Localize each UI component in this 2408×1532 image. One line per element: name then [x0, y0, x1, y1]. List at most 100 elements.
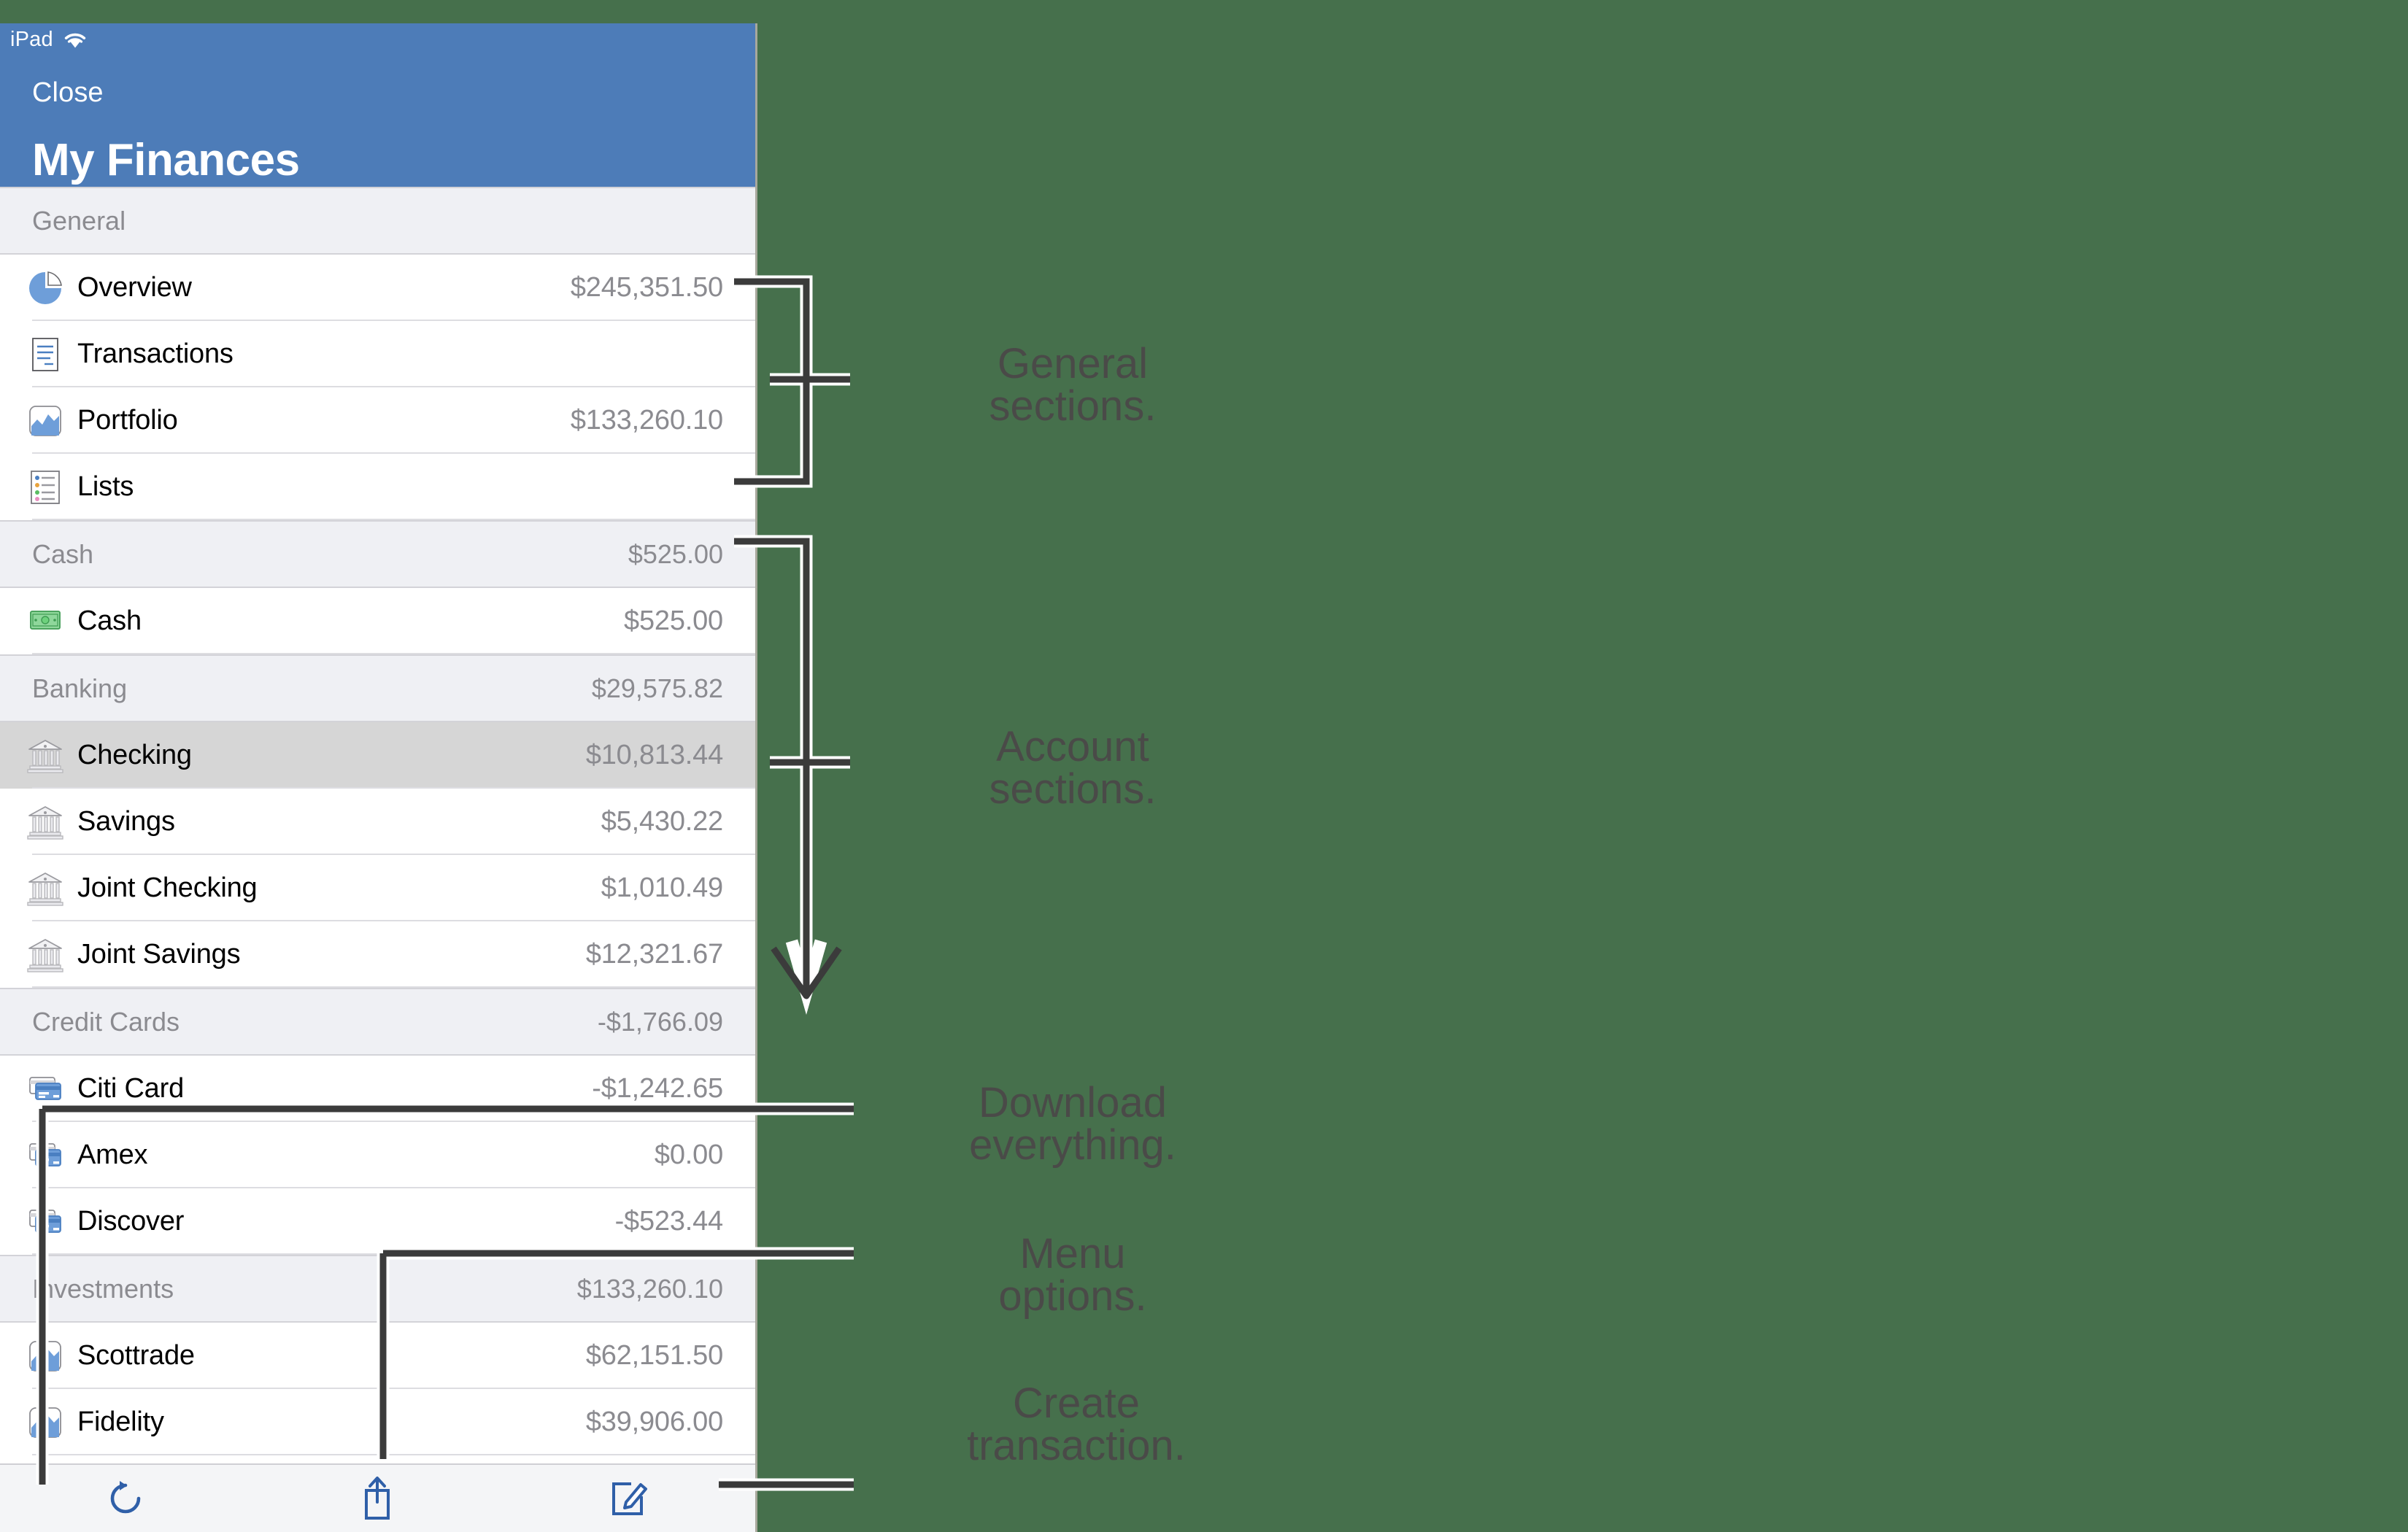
list-item[interactable]: Discover -$523.44: [0, 1188, 755, 1255]
list-item-label: Amex: [77, 1140, 148, 1170]
compose-button[interactable]: [503, 1477, 755, 1520]
navigation-bar: iPad Close My Finances: [0, 23, 755, 187]
list-item-amount: $0.00: [654, 1140, 723, 1170]
section-header-label: Cash: [32, 538, 94, 569]
list-item[interactable]: Joint Checking $1,010.49: [0, 855, 755, 921]
row-separator: [32, 1187, 755, 1188]
row-separator: [32, 452, 755, 454]
annotation-general-sections: General sections.: [989, 340, 1157, 430]
list-icon: [31, 470, 60, 504]
pie-chart-icon: [29, 271, 62, 304]
list-item-label: Joint Checking: [77, 873, 258, 903]
row-separator: [32, 986, 755, 988]
area-chart-icon: [29, 1407, 61, 1438]
annotation-create-transaction: Create transaction.: [967, 1380, 1186, 1469]
list-item[interactable]: Amex $0.00: [0, 1122, 755, 1188]
list-item-label: Lists: [77, 471, 134, 502]
section-header-label: Investments: [32, 1273, 174, 1304]
list-item-label: Fidelity: [77, 1407, 164, 1437]
receipt-icon: [32, 337, 58, 371]
list-item-amount: $133,260.10: [570, 405, 723, 436]
refresh-button[interactable]: [0, 1478, 252, 1519]
list-item-amount: $525.00: [624, 606, 723, 636]
bank-icon: [27, 872, 63, 906]
row-separator: [32, 920, 755, 921]
list-item[interactable]: Scottrade $62,151.50: [0, 1323, 755, 1389]
section-header-investments: Investments $133,260.10: [0, 1255, 755, 1323]
row-separator: [32, 320, 755, 321]
list-item-amount: $5,430.22: [601, 806, 723, 837]
list-item-label: Discover: [77, 1206, 185, 1237]
list-item-label: Citi Card: [77, 1073, 185, 1104]
list-item[interactable]: Joint Savings $12,321.67: [0, 921, 755, 988]
list-item[interactable]: Portfolio $133,260.10: [0, 387, 755, 454]
section-header-amount: $525.00: [628, 538, 723, 569]
row-separator: [32, 386, 755, 387]
section-header-cash: Cash $525.00: [0, 520, 755, 588]
list-item[interactable]: Savings $5,430.22: [0, 789, 755, 855]
row-separator: [32, 787, 755, 789]
section-header-banking: Banking $29,575.82: [0, 654, 755, 722]
page-title: My Finances: [32, 135, 300, 185]
banknote-icon: [30, 610, 61, 630]
credit-card-icon: [29, 1209, 61, 1233]
share-button[interactable]: [252, 1476, 503, 1521]
list-item-label: Scottrade: [77, 1340, 195, 1371]
compose-icon: [612, 1482, 648, 1515]
refresh-icon: [111, 1481, 141, 1514]
list-item-label: Joint Savings: [77, 939, 241, 970]
share-icon: [365, 1477, 390, 1520]
list-item[interactable]: Lists: [0, 454, 755, 520]
list-item-amount: -$523.44: [614, 1206, 724, 1237]
section-header-amount: $29,575.82: [591, 673, 723, 703]
section-header-general: General: [0, 187, 755, 255]
list-item-label: Transactions: [77, 338, 234, 369]
list-item-amount: $10,813.44: [585, 740, 723, 770]
bottom-toolbar: [0, 1463, 755, 1532]
close-button[interactable]: Close: [32, 77, 104, 108]
row-separator: [32, 1388, 755, 1389]
list-item[interactable]: Transactions: [0, 321, 755, 387]
status-bar-device: iPad: [10, 28, 53, 51]
bank-icon: [27, 805, 63, 840]
list-item-amount: $245,351.50: [570, 272, 723, 303]
list-item[interactable]: Cash $525.00: [0, 588, 755, 654]
annotation-download-everything: Download everything.: [969, 1079, 1176, 1169]
list-item[interactable]: Fidelity $39,906.00: [0, 1389, 755, 1455]
list-item[interactable]: Checking $10,813.44: [0, 722, 755, 789]
annotation-menu-options: Menu options.: [998, 1230, 1147, 1320]
bank-icon: [27, 938, 63, 972]
list-item-label: Portfolio: [77, 405, 178, 436]
section-header-label: Credit Cards: [32, 1006, 180, 1037]
list-item[interactable]: Citi Card-$1,242.65: [0, 1056, 755, 1122]
status-bar: iPad: [10, 28, 88, 52]
list-item-label: Checking: [77, 740, 192, 770]
list-item-label: Savings: [77, 806, 175, 837]
list-item[interactable]: Overview $245,351.50: [0, 255, 755, 321]
list-item-amount: $1,010.49: [601, 873, 723, 903]
row-separator: [32, 1253, 755, 1255]
section-header-credit-cards: Credit Cards-$1,766.09: [0, 988, 755, 1056]
list-item-amount: $62,151.50: [585, 1340, 723, 1371]
annotation-account-sections: Account sections.: [989, 723, 1157, 813]
row-separator: [32, 1454, 755, 1455]
list-item-label: Overview: [77, 272, 192, 303]
list-item-amount: $12,321.67: [585, 939, 723, 970]
row-separator: [32, 1121, 755, 1122]
area-chart-icon: [29, 1340, 61, 1372]
bank-icon: [27, 739, 63, 773]
area-chart-icon: [29, 405, 61, 436]
credit-card-icon: [29, 1076, 61, 1100]
row-separator: [32, 653, 755, 654]
section-header-amount: $133,260.10: [576, 1273, 723, 1304]
credit-card-icon: [29, 1142, 61, 1167]
section-header-label: Banking: [32, 673, 128, 703]
section-header-label: General: [32, 205, 126, 236]
row-separator: [32, 519, 755, 520]
list-item-label: Cash: [77, 606, 142, 636]
wifi-icon: [64, 33, 86, 47]
list-item-amount: $39,906.00: [585, 1407, 723, 1437]
row-separator: [32, 854, 755, 855]
